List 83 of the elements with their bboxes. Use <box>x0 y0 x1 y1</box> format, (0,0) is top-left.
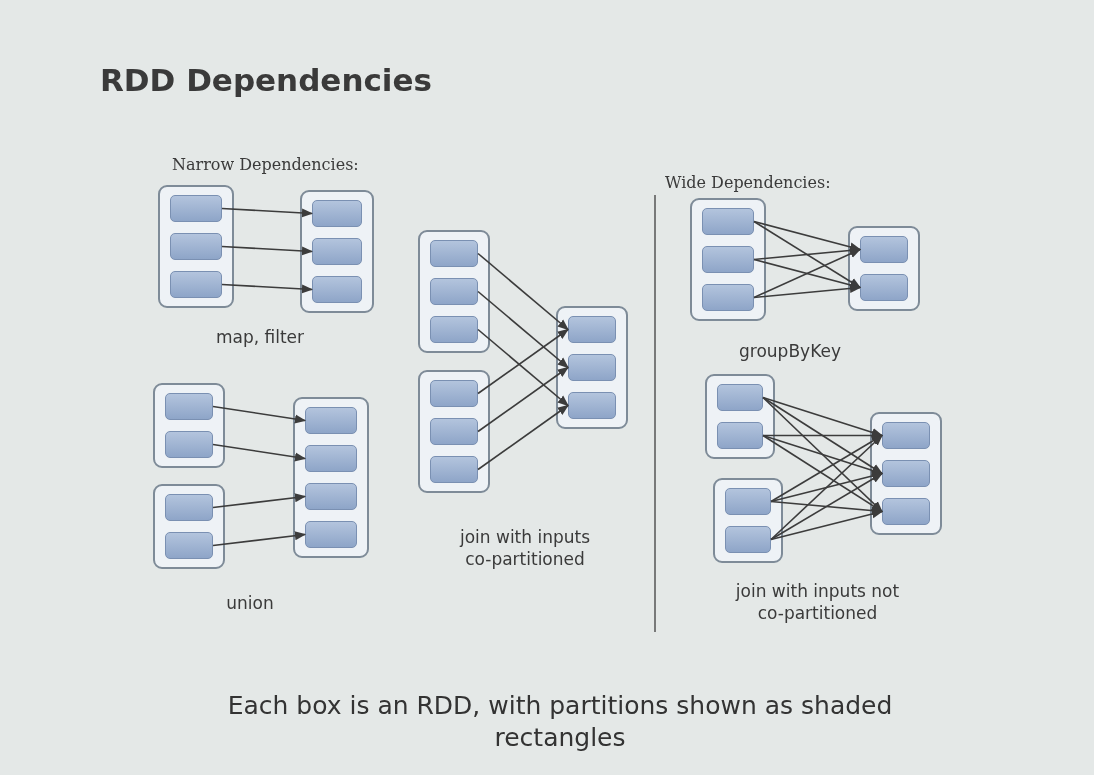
partition-box <box>717 422 763 449</box>
partition-box <box>170 233 222 260</box>
arrow <box>770 434 883 503</box>
partition-box <box>430 278 478 305</box>
arrow <box>477 366 569 433</box>
partition-box <box>165 532 213 559</box>
arrow <box>477 290 569 369</box>
partition-box <box>725 526 771 553</box>
rdd-box <box>848 226 920 311</box>
arrow <box>221 245 314 256</box>
operation-label: join with inputs not co-partitioned <box>734 580 901 624</box>
partition-box <box>882 498 930 525</box>
partition-box <box>568 316 616 343</box>
arrow <box>212 405 307 424</box>
arrow <box>770 434 883 541</box>
partition-box <box>312 238 362 265</box>
partition-box <box>430 240 478 267</box>
arrow <box>762 434 884 475</box>
arrow <box>753 220 862 252</box>
operation-label: union <box>225 592 275 614</box>
partition-box <box>702 208 754 235</box>
partition-box <box>312 276 362 303</box>
rdd-box <box>293 397 369 558</box>
partition-box <box>568 354 616 381</box>
arrow <box>212 493 307 509</box>
rdd-box <box>418 370 490 493</box>
partition-box <box>430 456 478 483</box>
arrow <box>770 509 884 541</box>
rdd-box <box>300 190 374 313</box>
partition-box <box>305 483 357 510</box>
partition-box <box>725 488 771 515</box>
partition-box <box>430 418 478 445</box>
partition-box <box>860 274 908 301</box>
slide-caption: Each box is an RDD, with partitions shown as shaded rectangles <box>226 690 894 754</box>
partition-box <box>430 316 478 343</box>
arrow <box>477 328 569 407</box>
rdd-box <box>713 478 783 563</box>
arrow <box>477 252 569 331</box>
partition-box <box>165 494 213 521</box>
arrow <box>212 443 307 462</box>
partition-box <box>170 195 222 222</box>
partition-box <box>430 380 478 407</box>
partition-box <box>305 407 357 434</box>
partition-box <box>702 246 754 273</box>
arrow <box>221 207 314 218</box>
arrow <box>762 434 883 513</box>
partition-box <box>305 445 357 472</box>
section-heading: Narrow Dependencies: <box>172 154 360 176</box>
arrow <box>770 472 883 541</box>
arrow <box>212 531 307 547</box>
partition-box <box>165 431 213 458</box>
partition-box <box>860 236 908 263</box>
partition-box <box>170 271 222 298</box>
section-heading: Wide Dependencies: <box>665 172 832 194</box>
rdd-box <box>705 374 775 459</box>
arrow <box>477 404 569 471</box>
arrow <box>762 396 883 513</box>
rdd-box <box>153 383 225 468</box>
rdd-box <box>870 412 942 535</box>
partition-box <box>702 284 754 311</box>
arrow <box>753 248 861 299</box>
arrow <box>762 396 883 475</box>
operation-label: map, filter <box>214 326 306 348</box>
partition-box <box>312 200 362 227</box>
rdd-box <box>690 198 766 321</box>
partition-box <box>305 521 357 548</box>
arrow <box>753 220 861 289</box>
rdd-box <box>158 185 234 308</box>
arrow <box>477 328 569 395</box>
partition-box <box>882 460 930 487</box>
partition-box <box>882 422 930 449</box>
rdd-box <box>418 230 490 353</box>
operation-label: join with inputs co-partitioned <box>458 526 592 570</box>
slide-title: RDD Dependencies <box>100 62 432 98</box>
operation-label: groupByKey <box>738 340 842 362</box>
rdd-box <box>153 484 225 569</box>
rdd-box <box>556 306 628 429</box>
arrow <box>753 258 862 290</box>
partition-box <box>717 384 763 411</box>
arrow <box>753 284 862 299</box>
partition-box <box>165 393 213 420</box>
partition-box <box>568 392 616 419</box>
arrow <box>221 283 314 294</box>
